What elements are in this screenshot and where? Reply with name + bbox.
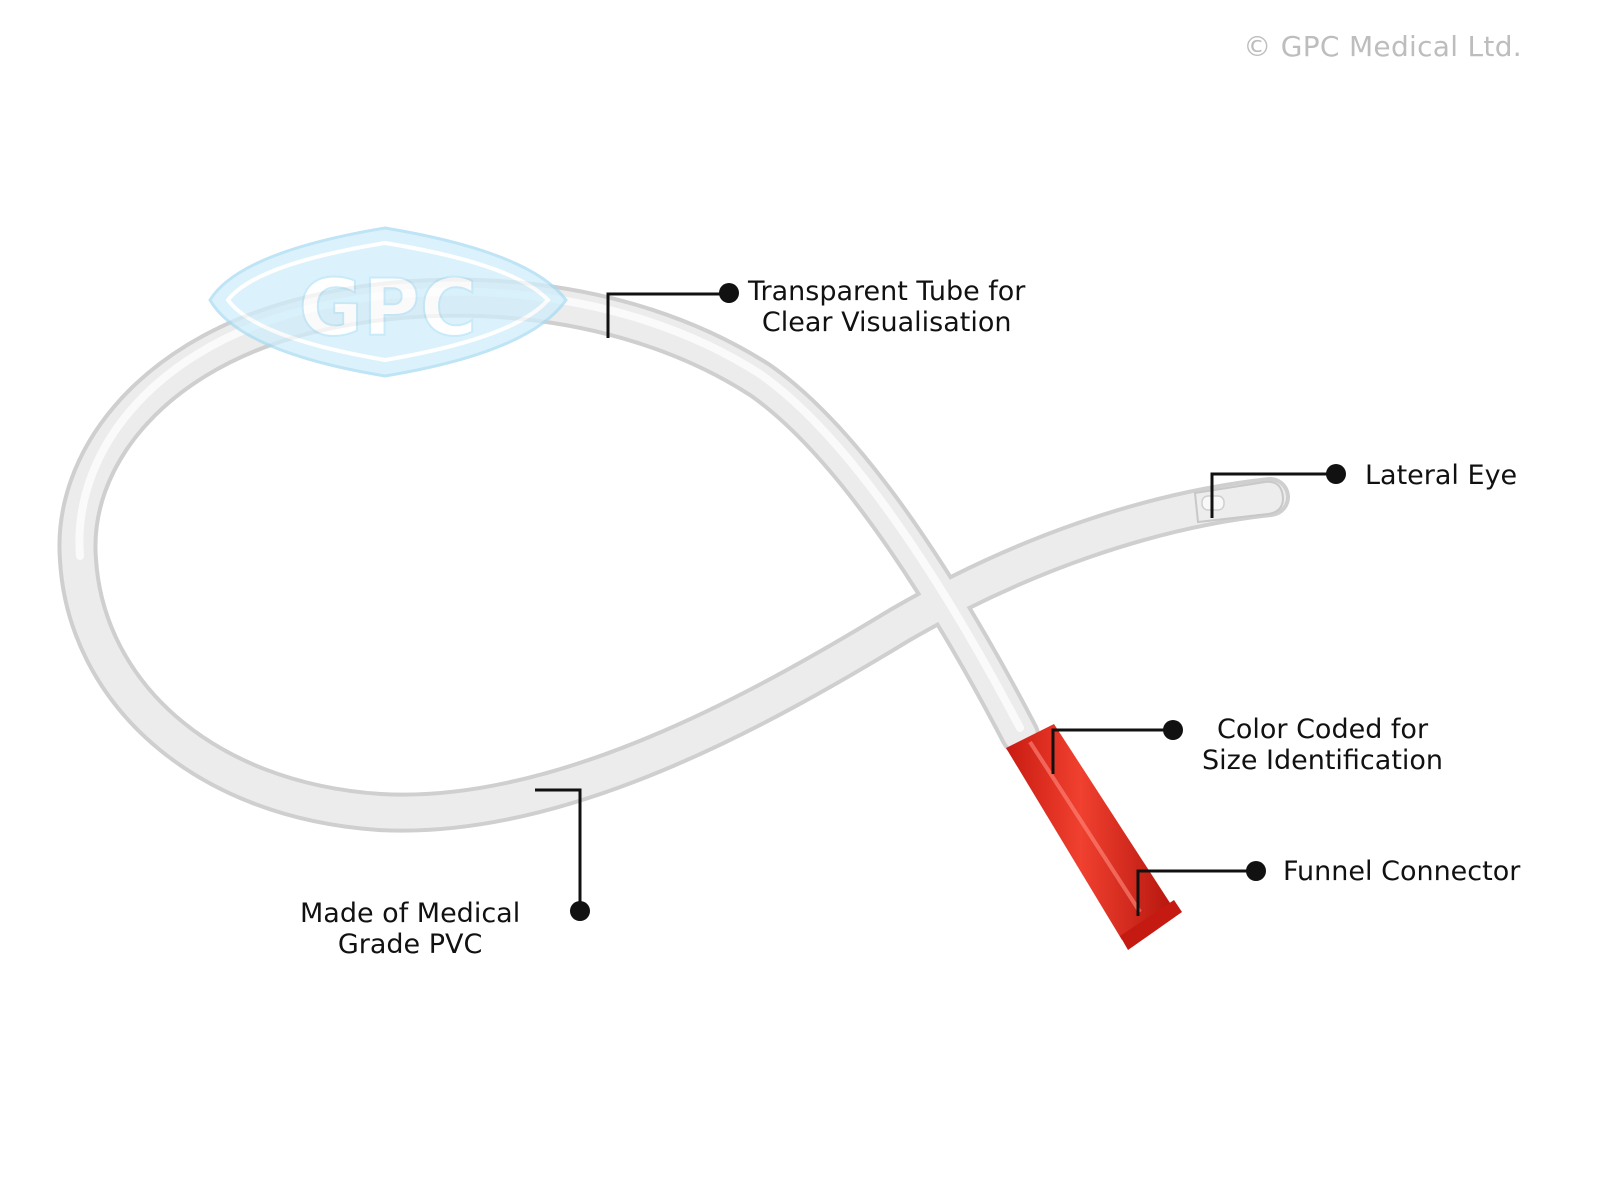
tube-body [61, 281, 1286, 829]
callout-color-coded-line2: Size Identification [1202, 745, 1444, 776]
leader-transparent-tube [606, 292, 728, 338]
leader-dots [570, 283, 1346, 921]
callout-medical-grade-line2: Grade PVC [337, 929, 483, 960]
callout-funnel-connector-line1: Funnel Connector [1283, 856, 1521, 887]
dot-medical-grade [570, 901, 590, 921]
gpc-watermark-logo: GPC [208, 226, 568, 378]
callout-transparent-tube-line2: Clear Visualisation [761, 307, 1012, 338]
callout-transparent-tube-line1: Transparent Tube for [748, 276, 1026, 307]
watermark-text: GPC [299, 264, 477, 354]
callout-color-coded: Color Coded for Size Identification [1202, 714, 1443, 776]
callout-lateral-eye: Lateral Eye [1365, 460, 1517, 491]
leader-lateral-eye [1210, 472, 1335, 518]
dot-lateral-eye [1326, 464, 1346, 484]
callout-color-coded-line1: Color Coded for [1217, 714, 1429, 745]
funnel-connector [1006, 724, 1182, 950]
callout-transparent-tube: Transparent Tube for Clear Visualisation [748, 276, 1025, 338]
callout-medical-grade-line1: Made of Medical [300, 898, 521, 929]
catheter-tip [1193, 480, 1285, 524]
leader-lines [535, 292, 1335, 916]
callout-lateral-eye-line1: Lateral Eye [1365, 460, 1518, 491]
leader-color-coded [1051, 728, 1172, 774]
funnel-shine [1028, 740, 1142, 914]
copyright-notice: © GPC Medical Ltd. [1243, 30, 1522, 63]
leader-funnel-connector [1136, 869, 1255, 916]
callout-medical-grade: Made of Medical Grade PVC [300, 898, 520, 960]
dot-color-coded [1163, 720, 1183, 740]
leader-medical-grade [535, 788, 582, 910]
callout-funnel-connector: Funnel Connector [1283, 856, 1520, 887]
dot-transparent-tube [719, 283, 739, 303]
dot-funnel-connector [1246, 861, 1266, 881]
catheter-tube [57, 277, 1290, 833]
funnel-rim [1120, 900, 1182, 950]
